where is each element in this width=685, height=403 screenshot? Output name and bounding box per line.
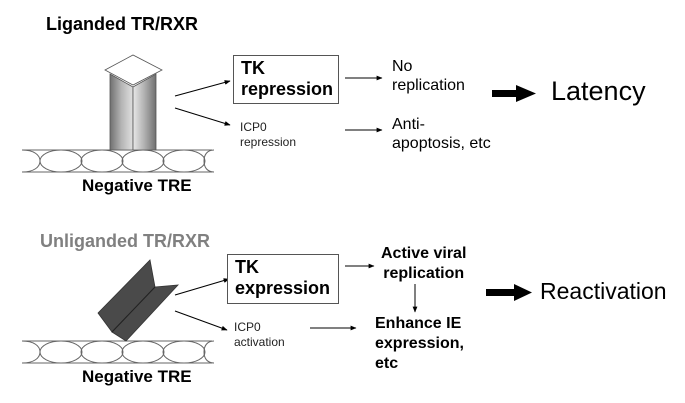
reactivation-result: Reactivation [540,278,667,304]
active-viral-label: Active viral [381,245,467,262]
arrow-to-tk-expression [174,278,230,296]
dna-segment [39,149,83,173]
tk-label: TK [241,58,265,78]
anti-label: Anti- [392,116,425,133]
dna-segment [39,340,83,364]
icp0-repression-text: ICP0 repression [240,120,296,150]
no-label: No [392,58,413,75]
unliganded-title: Unliganded TR/RXR [40,231,210,251]
arrow-to-tk-repression [174,80,231,97]
dna-segment [121,149,165,173]
icp0-activation-text: ICP0 activation [234,320,285,350]
no-replication-text: No replication [392,57,465,95]
arrow-to-icp0-activation [174,310,228,331]
dna-segment [80,340,124,364]
dna-segment [80,149,124,173]
negative-tre-label-bottom: Negative TRE [82,367,192,386]
latency-result: Latency [551,76,646,106]
liganded-receptor-pillar [104,54,163,151]
expression-label: expression, [375,335,464,352]
replication-label: replication [383,265,465,282]
tk-expression-label: expression [235,278,331,298]
dna-strand-bottom [21,340,215,364]
unliganded-receptor [97,259,179,342]
negative-tre-label-top: Negative TRE [82,176,192,195]
tk-label: TK [235,257,259,277]
enhance-ie-label: Enhance IE [375,315,462,332]
etc-label: etc [375,355,399,372]
icp0-repression-label: repression [240,135,297,149]
icp0-activation-label: activation [234,335,285,349]
thick-arrow-to-reactivation [486,284,532,301]
apoptosis-label: apoptosis, etc [392,135,491,152]
dna-segment [162,149,206,173]
liganded-title: Liganded TR/RXR [46,14,198,34]
ligand-diamond [104,54,163,86]
arrows-top [174,75,383,133]
enhance-ie-text: Enhance IE expression, etc [375,314,464,374]
tk-repression-box: TK repression [233,55,339,104]
dna-segment [162,340,206,364]
arrows-bottom [174,263,418,331]
icp0-label: ICP0 [234,320,261,334]
tk-expression-box: TK expression [227,254,339,304]
replication-label: replication [392,77,465,94]
dna-strand-top [21,149,215,173]
thick-arrow-to-latency [492,85,536,102]
dna-segment [121,340,165,364]
tk-repression-label: repression [241,79,334,99]
icp0-label: ICP0 [240,120,267,134]
active-viral-replication-text: Active viral replication [381,244,466,284]
arrow-to-icp0-repression [174,107,231,126]
anti-apoptosis-text: Anti- apoptosis, etc [392,115,491,153]
